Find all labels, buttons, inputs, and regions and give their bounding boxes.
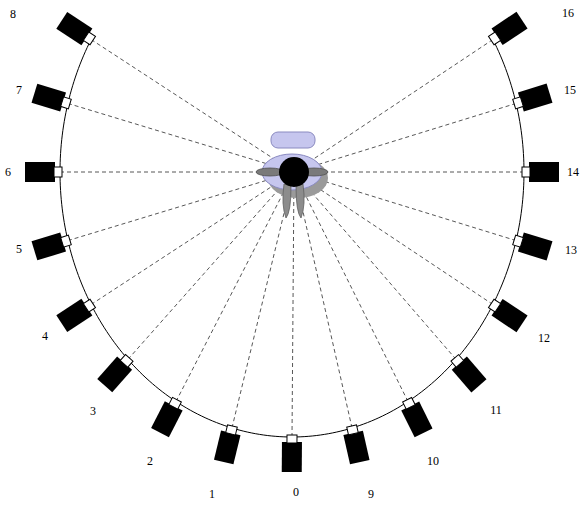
camera-symbol [56,12,98,49]
camera-number: 14 [567,166,579,178]
right-leg [296,184,304,218]
camera-lens [61,235,72,247]
camera-number: 10 [427,455,439,467]
camera-lens [169,397,182,409]
sight-line [310,172,524,173]
camera-arc [60,36,524,437]
camera-symbol [32,230,73,260]
camera-lens [120,355,133,368]
camera-symbol [511,230,552,260]
camera-body [282,442,302,472]
camera-symbol [486,295,528,332]
camera-number: 5 [16,243,22,255]
sight-line [292,191,294,437]
camera-body [32,84,67,112]
sight-line [91,181,280,304]
camera-lens [488,32,500,45]
camera-body [518,84,553,112]
sight-line [60,172,278,173]
sight-line [302,188,408,401]
camera-lens [83,32,95,45]
camera-lens [403,397,416,409]
camera-symbol [97,351,137,392]
camera-number: 7 [16,84,22,96]
camera-number: 16 [562,7,574,19]
left-leg [283,184,291,218]
camera-number: 2 [147,455,153,467]
sight-line [308,40,493,163]
sight-line [128,185,282,359]
head [279,157,309,187]
camera-lens [83,299,95,312]
camera-symbol [151,395,186,437]
camera-number: 1 [209,488,215,500]
camera-number: 4 [42,330,48,342]
camera-symbol [398,395,432,437]
camera-number: 15 [564,84,576,96]
camera-lens [347,425,359,435]
camera-body [25,162,55,182]
camera-number: 11 [490,404,502,416]
camera-number: 0 [293,486,299,498]
camera-number: 6 [5,166,11,178]
chair-back [271,132,315,148]
camera-symbol [522,162,559,182]
cameras [25,12,559,472]
camera-lens [513,97,524,109]
camera-number: 12 [538,332,550,344]
camera-lens [451,355,464,368]
sight-lines [60,40,524,438]
sight-line [91,40,280,163]
camera-symbol [486,12,528,49]
camera-body [343,431,369,465]
camera-number: 9 [368,488,374,500]
camera-lens [522,167,530,177]
camera-lens [226,425,238,435]
camera-lens [61,97,72,109]
sight-line [308,181,493,304]
camera-symbol [447,351,486,392]
sight-line [310,177,517,241]
sight-line [232,190,290,428]
sight-line [298,190,352,428]
camera-symbol [282,435,302,472]
camera-body [32,232,67,260]
camera-symbol [214,424,242,465]
sight-line [68,177,278,241]
camera-body [529,162,559,182]
camera-lens [287,435,297,443]
camera-number: 8 [10,8,16,20]
camera-symbol [56,295,98,332]
camera-number: 13 [565,244,577,256]
sight-line [305,185,456,359]
camera-symbol [32,84,73,114]
sight-line [310,103,517,167]
camera-symbol [25,162,62,182]
camera-body [518,233,553,261]
camera-lens [54,167,62,177]
camera-symbol [511,84,552,114]
sight-line [68,103,278,167]
camera-symbol [342,424,370,465]
camera-lens [513,235,524,247]
camera-lens [488,299,500,312]
camera-number: 3 [90,405,96,417]
sight-line [176,188,286,401]
person-figure [256,132,328,218]
camera-body [214,430,241,464]
